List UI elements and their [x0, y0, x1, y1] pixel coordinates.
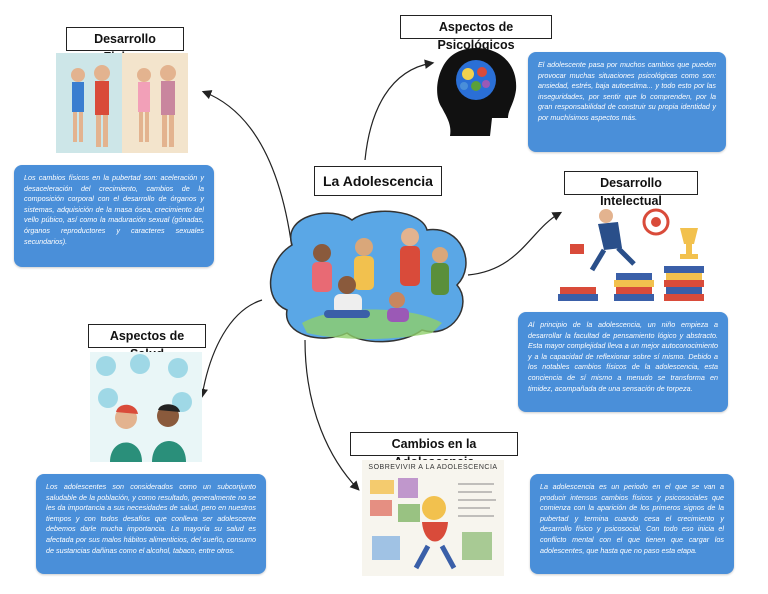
node-title-fisicos: Desarrollo Fisicos — [66, 27, 184, 64]
node-text-intelectual: Al principio de la adolescencia, un niño… — [518, 312, 728, 412]
link-to-cambios — [304, 339, 360, 491]
central-title: La Adolescencia — [314, 166, 442, 196]
node-title-psicologicos: Aspectos de Psicológicos — [400, 15, 552, 52]
drawing-caption: SOBREVIVIR A LA ADOLESCENCIA — [368, 464, 498, 471]
link-to-salud — [198, 299, 263, 399]
link-to-intelectual — [467, 211, 563, 276]
link-to-fisicos — [201, 90, 293, 249]
psicologicos-head-image — [437, 48, 517, 136]
cambios-drawing-image: SOBREVIVIR A LA ADOLESCENCIA — [362, 460, 504, 576]
node-text-cambios: La adolescencia es un periodo en el que … — [530, 474, 734, 574]
salud-students-image — [90, 352, 202, 462]
node-title-intelectual: Desarrollo Intelectual — [564, 171, 698, 208]
central-teens-cloud-image — [270, 210, 467, 343]
node-title-salud: Aspectos de Salud — [88, 324, 206, 361]
link-to-psicologicos — [364, 59, 435, 161]
node-text-fisicos: Los cambios físicos en la pubertad son: … — [14, 165, 214, 267]
fisicos-bodies-image — [56, 53, 188, 153]
intelectual-books-image — [558, 208, 704, 301]
node-text-salud: Los adolescentes son considerados como u… — [36, 474, 266, 574]
node-text-psicologicos: El adolescente pasa por muchos cambios q… — [528, 52, 726, 152]
node-title-cambios: Cambios en la Adolescencia — [350, 432, 518, 469]
